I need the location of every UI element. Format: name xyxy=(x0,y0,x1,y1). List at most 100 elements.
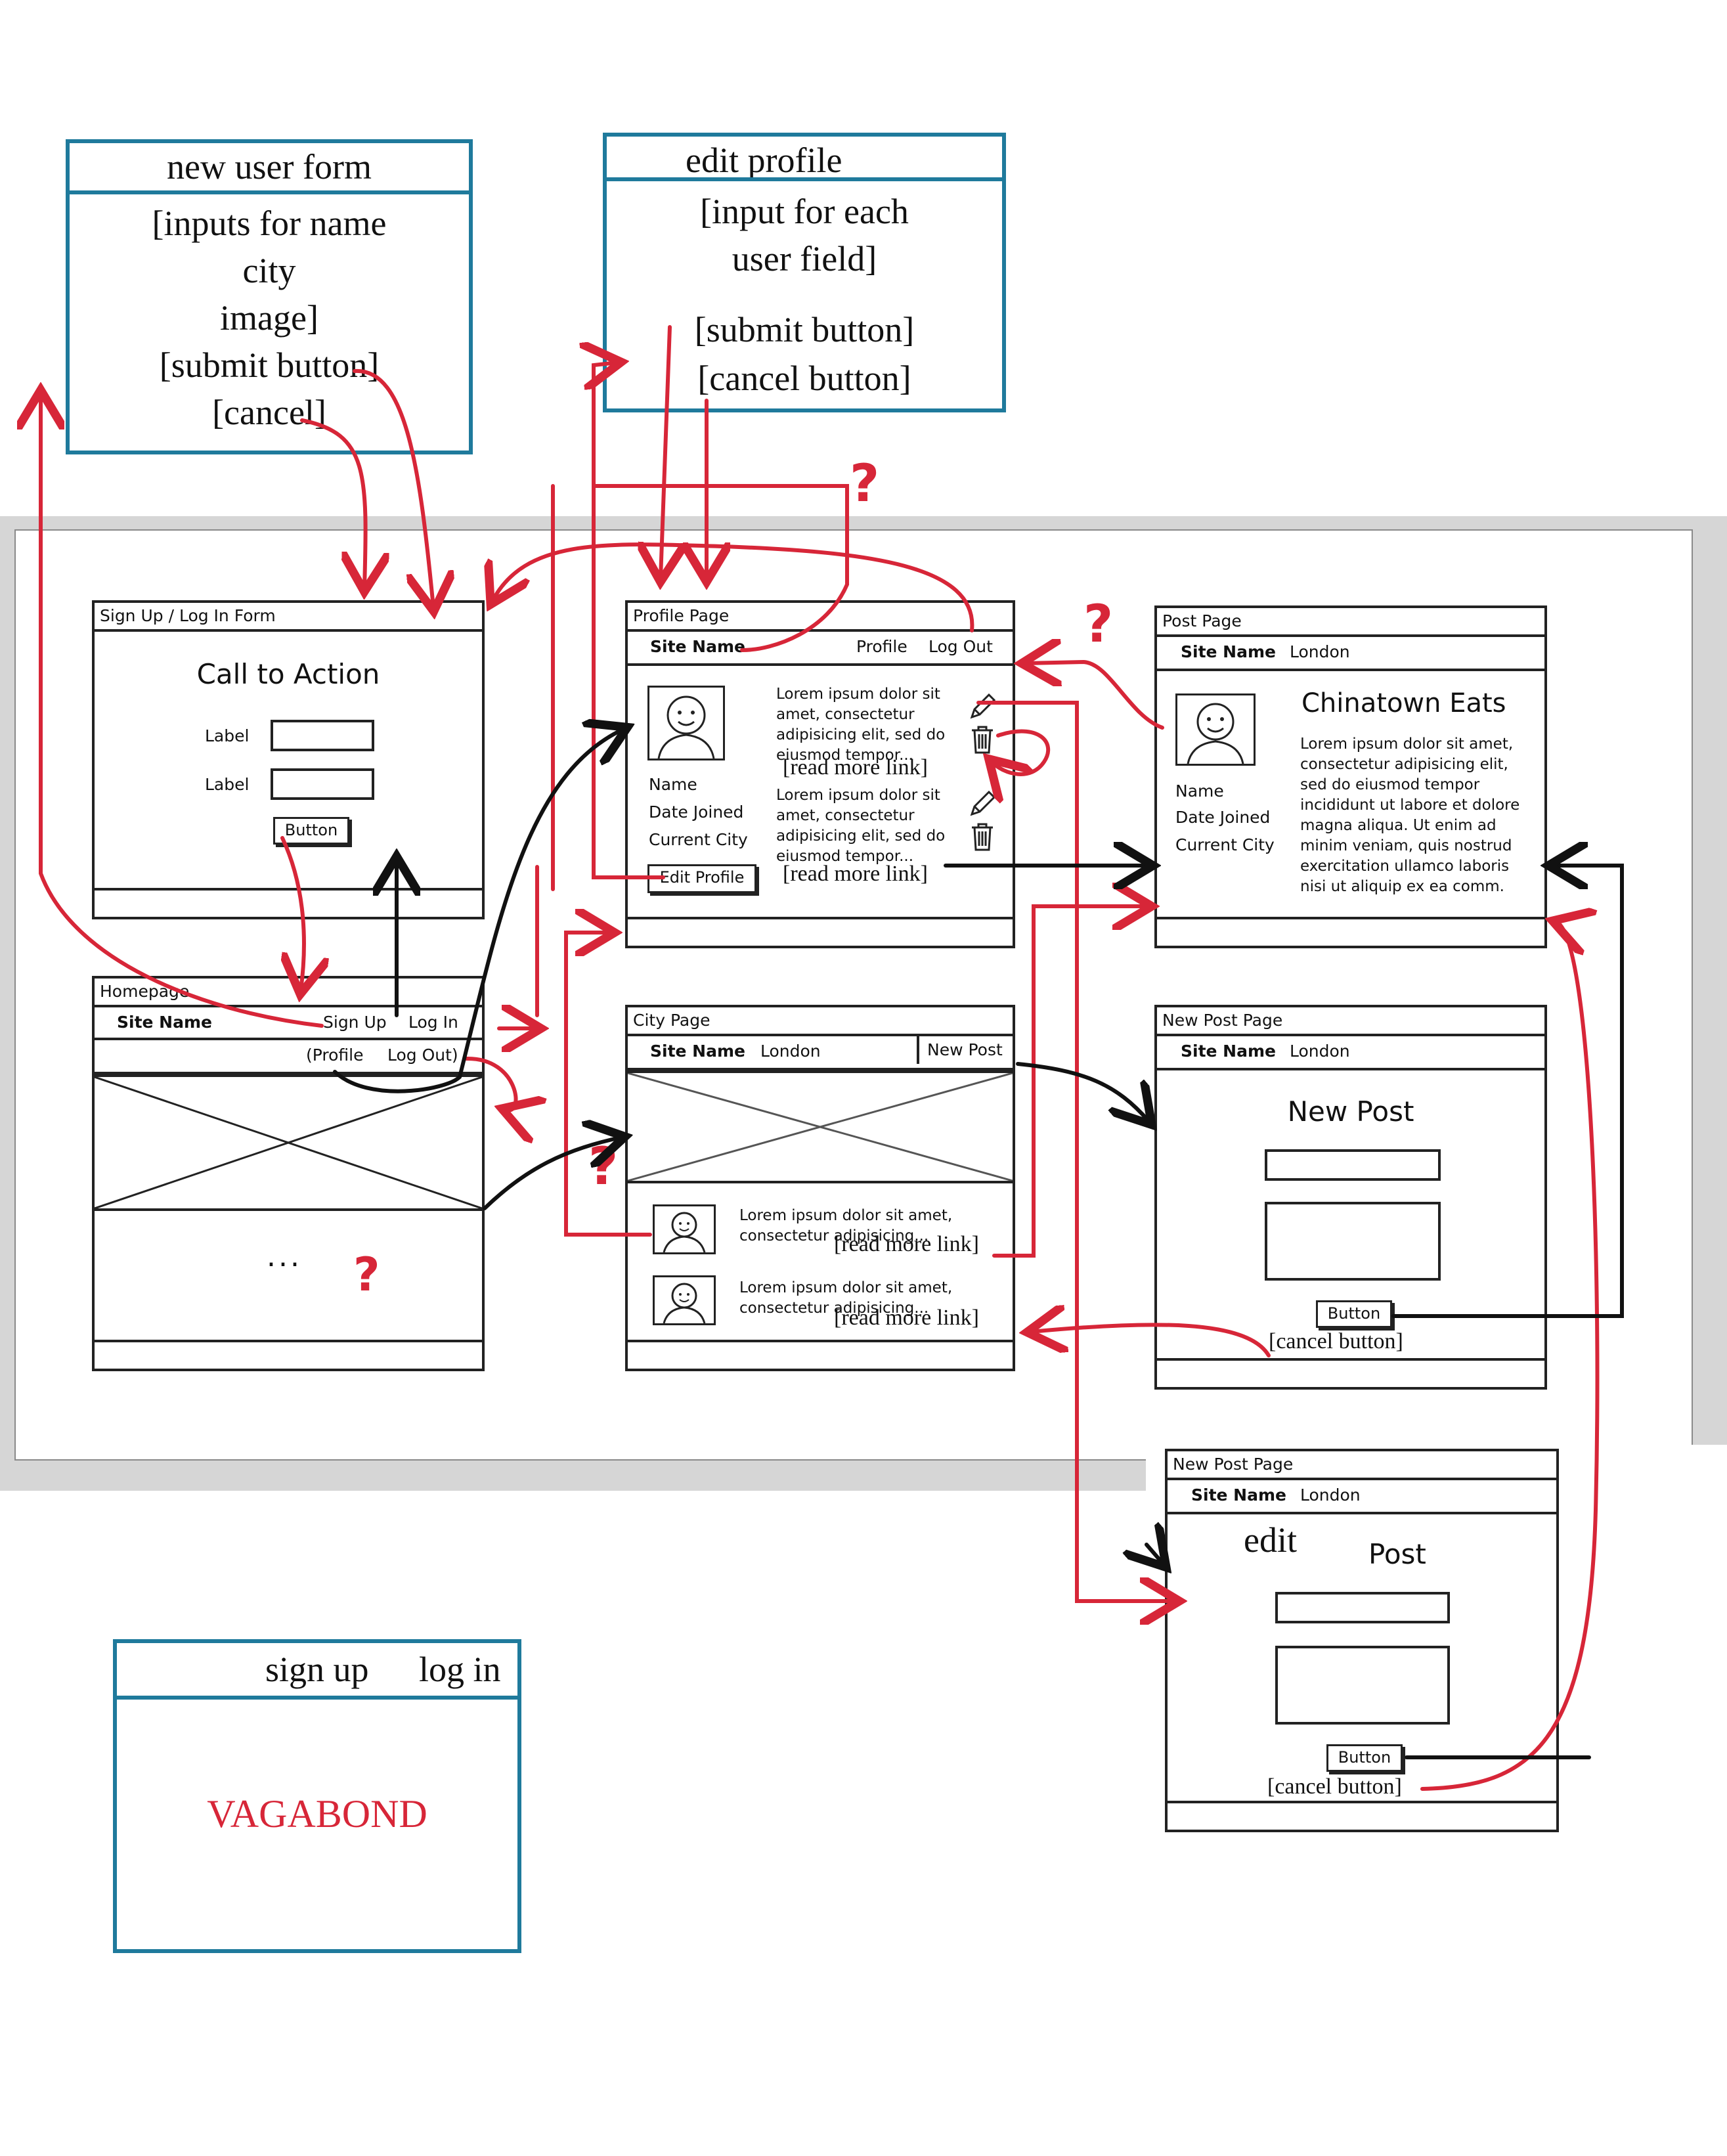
edit-profile-button[interactable]: Edit Profile xyxy=(647,864,756,893)
avatar-person-icon xyxy=(1187,703,1244,764)
more-content-ellipsis: ... xyxy=(267,1240,302,1273)
question-mark-annotation: ? xyxy=(353,1248,380,1302)
call-to-action-heading: Call to Action xyxy=(196,658,380,690)
avatar-person-icon xyxy=(663,1212,706,1253)
read-more-link[interactable]: [read more link] xyxy=(834,1232,979,1256)
city-image-placeholder xyxy=(628,1070,1013,1183)
post-title: Chinatown Eats xyxy=(1301,688,1506,718)
note-line: [submit button] xyxy=(694,310,915,349)
city-name[interactable]: London xyxy=(1290,1042,1350,1061)
note-line: city xyxy=(242,251,296,290)
site-name[interactable]: Site Name xyxy=(117,1013,212,1032)
avatar-person-icon xyxy=(657,695,715,759)
window-homepage: Homepage Site Name Sign Up Log In (Profi… xyxy=(92,976,485,1371)
edit-handwritten-label: edit xyxy=(1244,1520,1297,1560)
current-city-label: Current City xyxy=(1175,835,1275,854)
read-more-link[interactable]: [read more link] xyxy=(783,862,928,886)
submit-button[interactable]: Button xyxy=(1326,1744,1403,1772)
current-city-label: Current City xyxy=(649,830,748,849)
avatar xyxy=(653,1204,716,1254)
question-mark-annotation: ? xyxy=(850,454,880,514)
trash-icon[interactable] xyxy=(969,822,995,852)
window-footer xyxy=(95,1340,482,1369)
nav-bar-logged-in: (Profile Log Out) xyxy=(95,1040,482,1074)
post-excerpt: Lorem ipsum dolor sit amet, consectetur … xyxy=(739,1279,953,1317)
title-input[interactable] xyxy=(1265,1149,1441,1181)
image-cross xyxy=(95,1077,482,1208)
window-footer xyxy=(628,917,1013,946)
site-name[interactable]: Site Name xyxy=(1181,1042,1276,1061)
landing-login-label[interactable]: log in xyxy=(419,1650,501,1689)
profile-link[interactable]: Profile xyxy=(856,637,907,656)
body-textarea[interactable] xyxy=(1265,1202,1441,1281)
hero-image-placeholder xyxy=(95,1074,482,1211)
log-out-link[interactable]: Log Out) xyxy=(387,1045,458,1065)
log-out-link[interactable]: Log Out xyxy=(929,637,993,656)
window-footer xyxy=(1157,917,1544,946)
title-input[interactable] xyxy=(1275,1592,1450,1623)
body-textarea[interactable] xyxy=(1275,1646,1450,1725)
window-footer xyxy=(95,888,482,917)
post-excerpt: Lorem ipsum dolor sit amet, consectetur … xyxy=(776,787,946,865)
note-line: [input for each xyxy=(700,192,909,231)
window-title: City Page xyxy=(628,1007,1013,1036)
site-name[interactable]: Site Name xyxy=(650,1042,745,1061)
field-label: Label xyxy=(205,775,250,794)
submit-button[interactable]: Button xyxy=(273,817,349,845)
new-post-heading: New Post xyxy=(1287,1095,1414,1128)
note-landing: sign up log in VAGABOND xyxy=(113,1639,521,1953)
landing-signup-label[interactable]: sign up xyxy=(265,1650,369,1689)
submit-button[interactable]: Button xyxy=(1316,1300,1392,1328)
post-excerpt: Lorem ipsum dolor sit amet, consectetur … xyxy=(776,686,946,764)
pencil-icon[interactable] xyxy=(968,789,997,818)
window-title: Homepage xyxy=(95,979,482,1007)
cancel-button[interactable]: [cancel button] xyxy=(1269,1329,1403,1353)
note-line: user field] xyxy=(732,239,877,278)
note-line: [submit button] xyxy=(159,345,380,385)
window-title: Post Page xyxy=(1157,608,1544,637)
note-divider xyxy=(607,177,1002,181)
avatar xyxy=(653,1275,716,1325)
note-line: image] xyxy=(220,298,318,338)
read-more-link[interactable]: [read more link] xyxy=(834,1306,979,1330)
window-title: Profile Page xyxy=(628,603,1013,632)
note-line: [inputs for name xyxy=(152,204,387,243)
site-name[interactable]: Site Name xyxy=(1181,642,1276,661)
note-new-user-form: new user form [inputs for name city imag… xyxy=(66,139,473,454)
window-city-page: City Page Site Name London New Post Lore… xyxy=(625,1005,1015,1371)
note-edit-profile: edit profile [input for each user field]… xyxy=(603,133,1006,412)
name-label: Name xyxy=(1175,781,1224,801)
sign-up-link[interactable]: Sign Up xyxy=(323,1013,387,1032)
new-post-button[interactable]: New Post xyxy=(917,1036,1003,1064)
pencil-icon[interactable] xyxy=(968,692,997,721)
avatar xyxy=(1175,693,1256,766)
site-name[interactable]: Site Name xyxy=(650,637,745,656)
nav-bar: Site Name Sign Up Log In xyxy=(95,1007,482,1040)
question-mark-annotation: ? xyxy=(1083,595,1114,654)
window-new-post-page: New Post Page Site Name London New Post … xyxy=(1154,1005,1547,1390)
window-title: New Post Page xyxy=(1157,1007,1544,1036)
log-in-link[interactable]: Log In xyxy=(408,1013,458,1032)
city-name[interactable]: London xyxy=(1290,642,1350,661)
cancel-button[interactable]: [cancel button] xyxy=(1267,1774,1402,1799)
brand-title: VAGABOND xyxy=(207,1792,427,1836)
window-title: Sign Up / Log In Form xyxy=(95,603,482,632)
profile-link[interactable]: (Profile xyxy=(306,1045,364,1065)
nav-bar: Site Name Profile Log Out xyxy=(628,632,1013,666)
nav-bar: Site Name London New Post xyxy=(628,1036,1013,1070)
window-post-page: Post Page Site Name London Name Date Joi… xyxy=(1154,605,1547,948)
question-mark-annotation: ? xyxy=(588,1137,619,1197)
read-more-link[interactable]: [read more link] xyxy=(783,755,928,780)
trash-icon[interactable] xyxy=(969,725,995,755)
text-input[interactable] xyxy=(271,720,374,751)
city-name[interactable]: London xyxy=(1300,1485,1361,1505)
text-input[interactable] xyxy=(271,768,374,800)
nav-bar: Site Name London xyxy=(1157,637,1544,671)
post-excerpt: Lorem ipsum dolor sit amet, consectetur … xyxy=(739,1207,953,1244)
city-name[interactable]: London xyxy=(760,1042,821,1061)
window-footer xyxy=(628,1340,1013,1369)
site-name[interactable]: Site Name xyxy=(1191,1485,1286,1505)
note-title: edit profile xyxy=(686,141,842,180)
window-footer xyxy=(1168,1801,1556,1830)
window-footer xyxy=(1157,1358,1544,1387)
